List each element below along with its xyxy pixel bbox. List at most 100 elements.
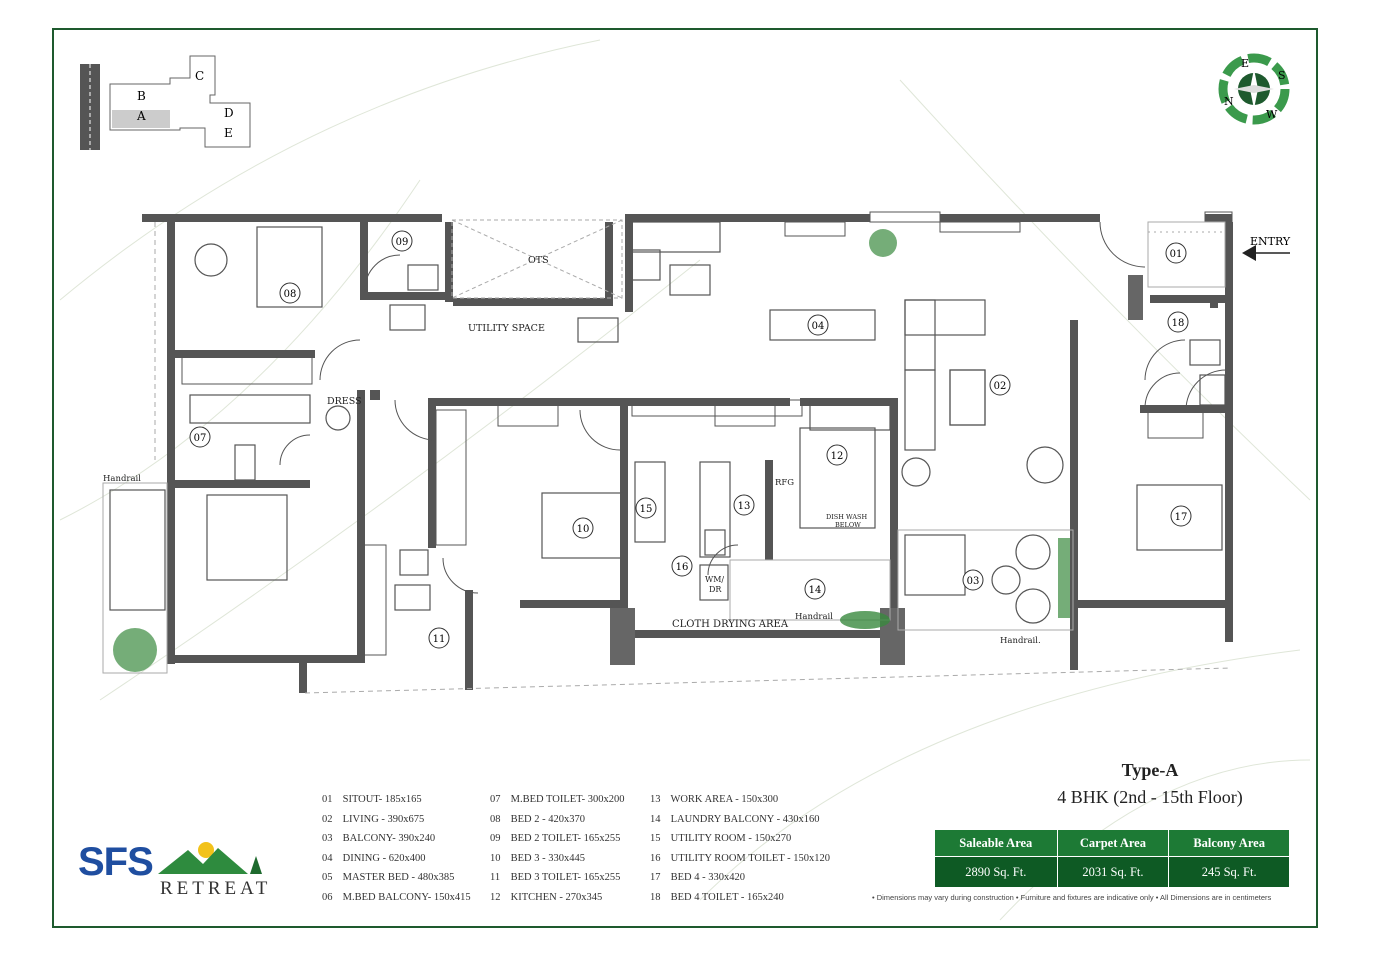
legend-item: 13 WORK AREA - 150x300 [650, 794, 779, 805]
legend-item: 01 SITOUT- 185x165 [322, 794, 422, 805]
walls [142, 214, 1233, 693]
room-marker-10: 10 [572, 517, 594, 539]
svg-text:01: 01 [1170, 249, 1183, 260]
header-saleable-area: Saleable Area [935, 830, 1058, 857]
compass-icon: E S N W [1218, 53, 1290, 125]
svg-text:03: 03 [967, 576, 980, 587]
legend-item: 04 DINING - 620x400 [322, 852, 426, 864]
legend-item: 09 BED 2 TOILET- 165x255 [490, 833, 621, 844]
furniture [109, 221, 1226, 624]
value-balcony-area: 245 Sq. Ft. [1168, 856, 1290, 887]
dish-wash-label: DISH WASH [826, 513, 867, 521]
entry-arrow-icon [1242, 245, 1290, 261]
value-carpet-area: 2031 Sq. Ft. [1057, 856, 1170, 887]
key-plan-block-b: B [137, 89, 146, 103]
legend-item: 15 UTILITY ROOM - 150x270 [650, 833, 792, 844]
legend-item: 17 BED 4 - 330x420 [650, 872, 745, 883]
legend-item: 11 BED 3 TOILET- 165x255 [490, 872, 621, 883]
svg-text:10: 10 [577, 524, 590, 535]
compass-label-w: W [1266, 108, 1278, 121]
compass-label-e: E [1241, 57, 1249, 70]
dr-label: DR [709, 585, 722, 594]
room-markers: 01 02 03 04 07 08 09 10 11 12 13 14 15 1… [189, 230, 1192, 649]
svg-text:09: 09 [396, 237, 409, 248]
header-balcony-area: Balcony Area [1168, 830, 1290, 857]
svg-text:16: 16 [676, 562, 689, 573]
room-marker-09: 09 [391, 230, 413, 252]
handrail-left-label: Handrail [103, 474, 141, 484]
room-marker-16: 16 [671, 555, 693, 577]
legend-column-1: 01 SITOUT- 185x165 02 LIVING - 390x675 0… [322, 790, 471, 907]
key-plan-block-e: E [224, 126, 233, 140]
compass-label-n: N [1224, 95, 1234, 108]
wm-label: WM/ [705, 575, 724, 584]
legend-item: 03 BALCONY- 390x240 [322, 833, 436, 844]
svg-text:07: 07 [194, 433, 207, 444]
svg-text:15: 15 [640, 504, 653, 515]
handrail-right-label: Handrail. [1000, 636, 1041, 646]
plan-title-block: Type-A 4 BHK (2nd - 15th Floor) [1010, 760, 1290, 808]
legend-item: 06 M.BED BALCONY- 150x415 [322, 891, 471, 903]
svg-text:11: 11 [433, 634, 446, 645]
key-plan-block-c: C [195, 69, 204, 83]
svg-text:04: 04 [812, 321, 825, 332]
dish-wash-below-label: BELOW [835, 521, 861, 529]
room-marker-07: 07 [189, 426, 211, 448]
room-marker-12: 12 [826, 444, 848, 466]
room-marker-15: 15 [635, 497, 657, 519]
plants [113, 229, 1070, 672]
room-marker-17: 17 [1170, 505, 1192, 527]
room-marker-11: 11 [428, 627, 450, 649]
key-plan-block-d: D [224, 106, 234, 120]
entry-label: ENTRY [1250, 235, 1291, 248]
legend-item: 14 LAUNDRY BALCONY - 430x160 [650, 813, 820, 825]
legend-column-3: 13 WORK AREA - 150x300 14 LAUNDRY BALCON… [650, 790, 830, 907]
plan-title: Type-A [1121, 760, 1179, 780]
svg-text:12: 12 [831, 451, 844, 462]
doors [279, 221, 1227, 594]
legend-item: 18 BED 4 TOILET - 165x240 [650, 891, 784, 903]
legend-item: 02 LIVING - 390x675 [322, 813, 425, 825]
room-marker-02: 02 [989, 374, 1011, 396]
legend-item: 08 BED 2 - 420x370 [490, 813, 585, 825]
dress-label: DRESS [327, 396, 362, 407]
room-marker-04: 04 [807, 314, 829, 336]
disclaimer-note: • Dimensions may vary during constructio… [872, 893, 1272, 902]
brand-name: RETREAT [160, 878, 272, 899]
plan-subtitle: 4 BHK (2nd - 15th Floor) [1057, 787, 1243, 807]
area-table-value-row: 2890 Sq. Ft. 2031 Sq. Ft. 245 Sq. Ft. [935, 856, 1290, 887]
utility-space-label: UTILITY SPACE [468, 323, 545, 334]
svg-text:02: 02 [994, 381, 1007, 392]
room-marker-18: 18 [1167, 311, 1189, 333]
value-saleable-area: 2890 Sq. Ft. [935, 856, 1058, 887]
rfg-label: RFG [775, 478, 794, 488]
balconies [102, 219, 1231, 694]
windows [181, 211, 1233, 656]
compass-label-s: S [1278, 69, 1286, 82]
svg-text:17: 17 [1175, 512, 1188, 523]
ots-label: OTS [528, 255, 549, 266]
legend-column-2: 07 M.BED TOILET- 300x200 08 BED 2 - 420x… [490, 790, 624, 907]
room-marker-14: 14 [804, 578, 826, 600]
legend-item: 07 M.BED TOILET- 300x200 [490, 794, 625, 805]
legend-item: 05 MASTER BED - 480x385 [322, 872, 455, 883]
cloth-drying-label: CLOTH DRYING AREA [672, 619, 789, 630]
brand-logo: SFS RETREAT [78, 840, 267, 899]
room-marker-01: 01 [1165, 242, 1187, 264]
svg-text:18: 18 [1172, 318, 1185, 329]
header-carpet-area: Carpet Area [1057, 830, 1170, 857]
room-marker-08: 08 [279, 282, 301, 304]
room-marker-13: 13 [733, 494, 755, 516]
room-marker-03: 03 [962, 569, 984, 591]
legend-item: 10 BED 3 - 330x445 [490, 852, 585, 864]
svg-text:08: 08 [284, 289, 297, 300]
mountain-logo-icon [158, 842, 262, 874]
key-plan-block-a: A [136, 109, 146, 123]
area-table: Saleable Area Carpet Area Balcony Area 2… [935, 830, 1290, 887]
handrail-mid-label: Handrail [795, 612, 833, 622]
legend-item: 12 KITCHEN - 270x345 [490, 891, 603, 903]
page-frame [52, 28, 1318, 928]
key-plan: C B A D E [80, 55, 251, 150]
area-table-header-row: Saleable Area Carpet Area Balcony Area [935, 830, 1290, 857]
